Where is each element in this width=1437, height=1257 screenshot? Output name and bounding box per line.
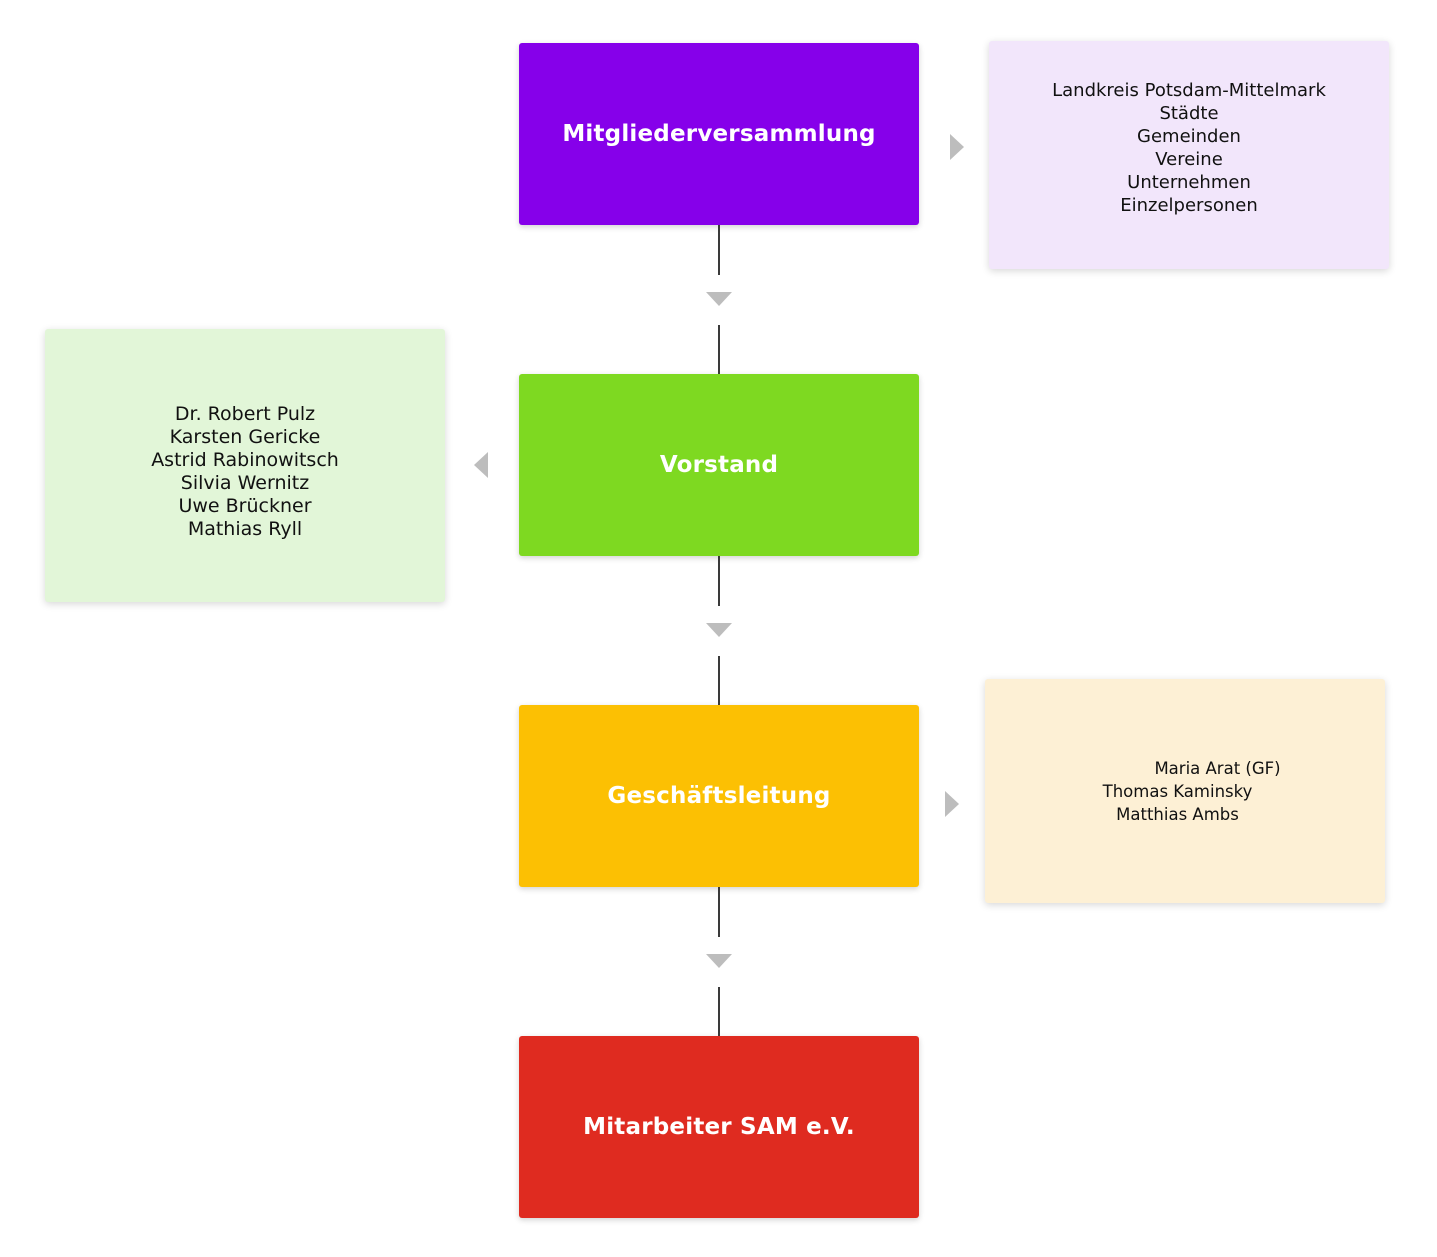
- management-panel: Maria Arat (GF) Thomas Kaminsky Matthias…: [985, 679, 1385, 903]
- connector-line: [718, 225, 720, 275]
- members-line: Unternehmen: [1127, 172, 1251, 193]
- board-member: Astrid Rabinowitsch: [151, 449, 339, 471]
- right-arrow-icon: [950, 134, 964, 160]
- board-member: Dr. Robert Pulz: [174, 403, 316, 425]
- members-line: Einzelpersonen: [1120, 195, 1258, 216]
- members-line: Städte: [1159, 103, 1219, 124]
- geschaeftsleitung-box: Geschäftsleitung: [519, 705, 919, 887]
- board-panel: Dr. Robert Pulz Karsten Gericke Astrid R…: [45, 329, 445, 602]
- connector-line: [718, 656, 720, 705]
- management-member: Maria Arat (GF): [1154, 759, 1281, 778]
- board-member: Silvia Wernitz: [180, 472, 310, 494]
- mitarbeiter-box: Mitarbeiter SAM e.V.: [519, 1036, 919, 1218]
- down-arrow-icon: [706, 292, 732, 306]
- vorstand-box: Vorstand: [519, 374, 919, 556]
- board-member: Uwe Brückner: [178, 495, 312, 517]
- management-member: Matthias Ambs: [1116, 805, 1239, 824]
- members-line: Vereine: [1155, 149, 1223, 170]
- connector-line: [718, 987, 720, 1036]
- down-arrow-icon: [706, 954, 732, 968]
- board-member: Mathias Ryll: [187, 518, 303, 540]
- management-member: Thomas Kaminsky: [1102, 782, 1253, 801]
- left-arrow-icon: [474, 452, 488, 478]
- mitgliederversammlung-label: Mitgliederversammlung: [562, 121, 876, 147]
- members-line: Landkreis Potsdam-Mittelmark: [1052, 80, 1326, 101]
- right-arrow-icon: [945, 791, 959, 817]
- mitarbeiter-label: Mitarbeiter SAM e.V.: [583, 1114, 855, 1140]
- board-member: Karsten Gericke: [169, 426, 321, 448]
- vorstand-label: Vorstand: [659, 452, 779, 478]
- mitgliederversammlung-box: Mitgliederversammlung: [519, 43, 919, 225]
- geschaeftsleitung-label: Geschäftsleitung: [607, 783, 831, 809]
- down-arrow-icon: [706, 623, 732, 637]
- connector-line: [718, 556, 720, 606]
- members-panel: Landkreis Potsdam-Mittelmark Städte Geme…: [989, 41, 1389, 269]
- members-line: Gemeinden: [1137, 126, 1241, 147]
- connector-line: [718, 887, 720, 937]
- connector-line: [718, 325, 720, 374]
